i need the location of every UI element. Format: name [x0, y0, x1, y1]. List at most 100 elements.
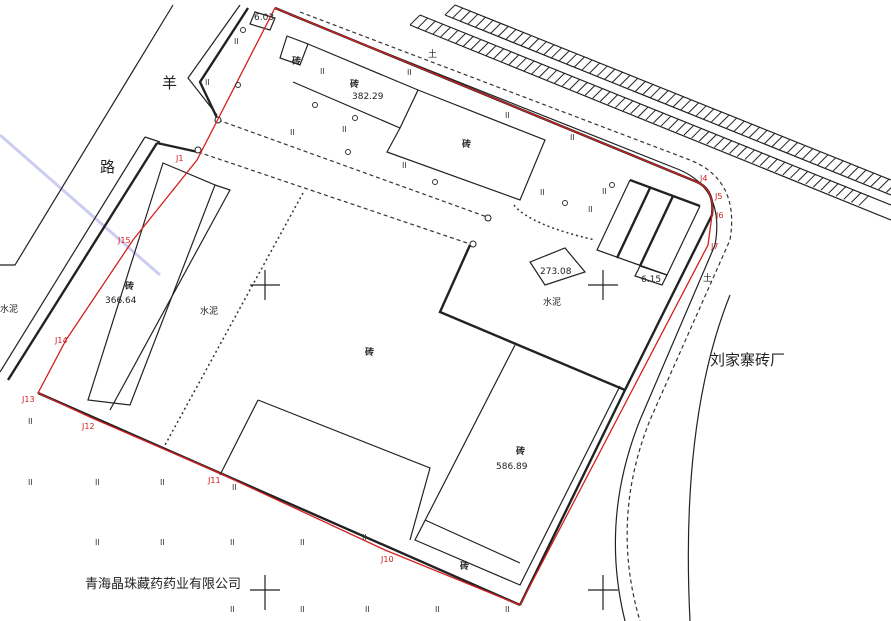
road-hatch-tick [714, 136, 725, 148]
road-hatch-tick [459, 10, 471, 22]
road-hatch-tick [802, 148, 814, 160]
building-area: 586.89 [496, 462, 528, 472]
land-symbol: II [290, 128, 295, 137]
soil-label: 土 [703, 272, 712, 284]
buildings [87, 11, 701, 586]
building-area: 273.08 [540, 267, 572, 277]
land-symbol: II [300, 538, 305, 547]
road-hatch-tick [589, 62, 600, 74]
road-hatch-tick [637, 106, 649, 118]
road-hatch-tick [490, 22, 502, 34]
tree-symbol-icon [352, 115, 358, 121]
land-symbol: II [230, 538, 235, 547]
road-hatch-tick [828, 182, 839, 194]
road-hatch-tick [752, 152, 763, 163]
road-hatch-tick [462, 36, 474, 47]
road-hatch-tick [470, 39, 482, 50]
road-hatch-tick [574, 56, 585, 68]
road-hatch-tick [657, 90, 669, 101]
road-hatch-tick [774, 161, 786, 173]
road-hatch-tick [886, 187, 891, 193]
tree-symbol-icon [240, 27, 246, 33]
building-material: 砖 [292, 55, 301, 67]
fence-lines [164, 116, 596, 446]
road-hatch-tick [543, 44, 555, 56]
road-hatch-tick [695, 105, 707, 117]
road-hatch-tick [539, 66, 550, 78]
road-hatch-tick [825, 157, 836, 169]
building-material: 砖 [350, 78, 359, 90]
tree-symbol-icon [345, 149, 351, 155]
land-symbol: II [540, 188, 545, 197]
point-label: J7 [710, 242, 718, 251]
road-hatch-tick [581, 59, 593, 71]
point-label: J5 [714, 192, 722, 201]
road-hatch-tick [878, 178, 890, 190]
road-hatch-tick [642, 84, 654, 95]
road-hatch-tick [650, 87, 661, 98]
point-label: J14 [54, 336, 68, 345]
road-hatch-tick [840, 163, 852, 175]
building-area: 366.64 [105, 296, 137, 306]
point-label: J12 [81, 422, 95, 431]
neighbor-label-southwest: 青海晶珠藏药药业有限公司 [85, 577, 241, 592]
land-symbol: II [365, 605, 370, 614]
land-symbol: II [28, 417, 33, 426]
land-symbol: II [28, 478, 33, 487]
road-hatch-tick [710, 111, 722, 123]
road-label-1: 羊 [162, 74, 177, 92]
road-hatch-tick [726, 117, 737, 129]
land-symbol: II [505, 111, 510, 120]
road-hatch-tick [733, 120, 745, 132]
road-hatch-tick [440, 26, 451, 38]
northeast-road [289, 4, 891, 621]
building-area: 6.03 [254, 13, 274, 23]
land-symbol: II [232, 483, 237, 492]
road-hatch-tick [531, 63, 543, 75]
road-hatch-tick [596, 65, 608, 77]
road-hatch-tick [566, 53, 578, 65]
road-hatch-tick [858, 195, 870, 206]
point-label: J13 [21, 395, 35, 404]
road-hatch-tick [493, 48, 505, 59]
road-hatch-tick [820, 179, 832, 191]
road-hatch-tick [523, 60, 535, 72]
road-hatch-tick [607, 94, 619, 105]
road-hatch-tick [851, 192, 862, 203]
road-hatch-tick [736, 146, 748, 157]
tree-symbol-icon [562, 200, 568, 206]
land-symbol: II [505, 605, 510, 614]
soil-label: 土 [428, 48, 437, 60]
road-hatch-tick [790, 167, 801, 179]
road-hatch-tick [569, 78, 581, 90]
road-hatch-tick [812, 176, 824, 188]
building-material: 砖 [460, 560, 469, 572]
road-hatch-tick [870, 175, 882, 187]
point-label: J11 [207, 476, 221, 485]
tree-symbol-icon [432, 179, 438, 185]
road-hatch-tick [782, 164, 794, 176]
road-hatch-tick [843, 188, 855, 200]
tree-symbol-icon [609, 182, 615, 188]
road-hatch-tick [847, 166, 859, 178]
grid-crosses [250, 270, 618, 610]
road-hatch-tick [577, 81, 588, 93]
road-hatch-tick [797, 170, 809, 182]
road-hatch-tick [546, 69, 558, 81]
road-hatch-tick [653, 112, 664, 124]
road-hatch-tick [630, 103, 642, 115]
road-hatch-tick [749, 126, 760, 138]
road-hatch-tick [672, 96, 684, 108]
road-hatch-tick [615, 97, 626, 108]
road-hatch-tick [645, 109, 657, 121]
surface-label: 水泥 [200, 305, 218, 317]
road-hatch-tick [835, 185, 847, 197]
road-hatch-tick [634, 81, 646, 92]
road-hatch-tick [455, 32, 467, 44]
land-symbol: II [230, 605, 235, 614]
road-hatch-tick [767, 158, 779, 170]
land-symbol: II [160, 478, 165, 487]
road-hatch-tick [718, 114, 730, 126]
